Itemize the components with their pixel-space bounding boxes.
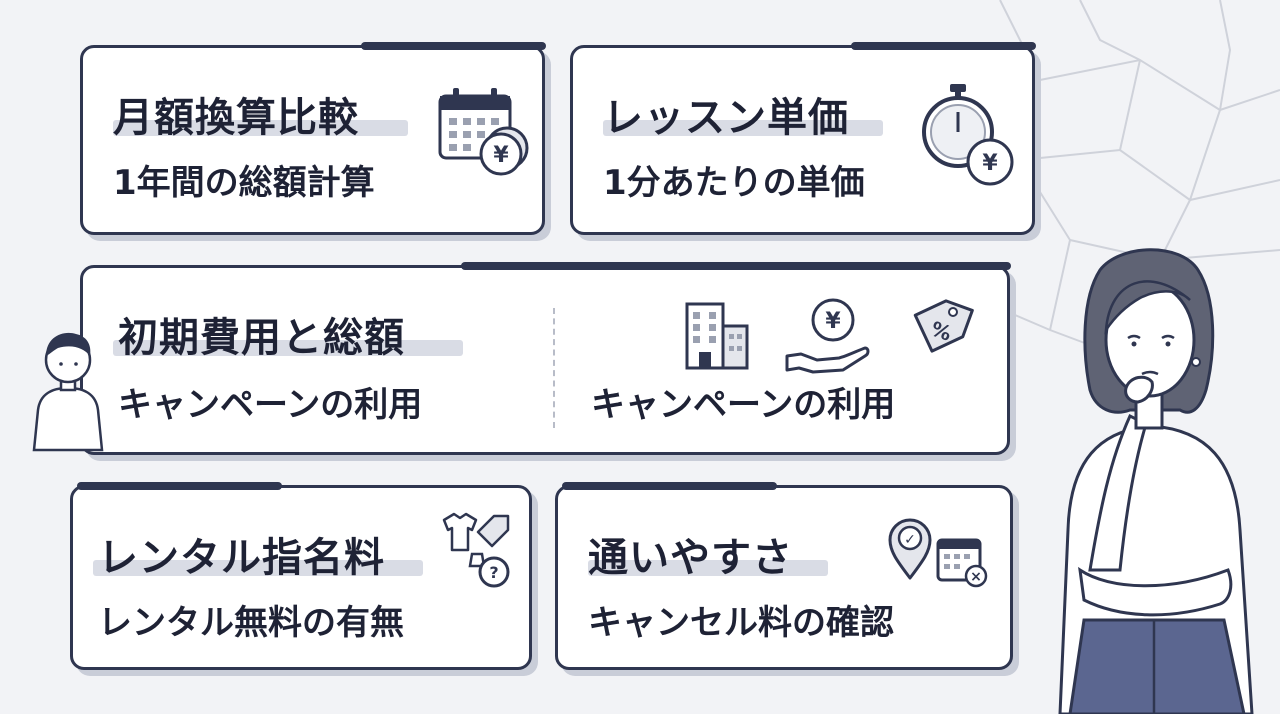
- yen-symbol: ¥: [825, 309, 841, 334]
- card-title: 月額換算比較: [113, 95, 359, 141]
- check-symbol: ✓: [904, 532, 916, 548]
- building-icon: [685, 302, 749, 370]
- card-subtitle: レンタル無料の有無: [98, 603, 404, 643]
- location-calendar-icon: ✓ ×: [888, 518, 988, 588]
- title-highlight: [113, 340, 463, 356]
- card-title: 通いやすさ: [588, 535, 793, 581]
- card-accent-bar: [461, 262, 1011, 270]
- title-highlight: [113, 120, 408, 136]
- percent-tag-icon: %: [913, 299, 974, 353]
- card-subtitle-right: キャンペーンの利用: [591, 385, 896, 425]
- card-accent-bar: [77, 482, 282, 490]
- card-subtitle: キャンペーンの利用: [118, 385, 423, 425]
- card-accessibility: 通いやすさ キャンセル料の確認 ✓ ×: [555, 482, 1013, 670]
- thinking-woman-illustration: [1058, 248, 1254, 714]
- question-symbol: ?: [489, 563, 498, 582]
- card-accent-bar: [361, 42, 546, 50]
- card-lesson-price: レッスン単価 1分あたりの単価 ¥: [570, 42, 1036, 235]
- card-initial-cost: 初期費用と総額 キャンペーンの利用 キャンペーンの利用 ¥ %: [80, 262, 1011, 455]
- cross-symbol: ×: [970, 569, 982, 585]
- title-highlight: [93, 560, 423, 576]
- title-highlight: [603, 120, 883, 136]
- card-subtitle: 1年間の総額計算: [113, 163, 375, 203]
- card-title: レンタル指名料: [98, 535, 385, 581]
- card-subtitle: 1分あたりの単価: [603, 163, 865, 203]
- title-highlight: [588, 560, 828, 576]
- card-rental-fee: レンタル指名料 レンタル無料の有無 ?: [70, 482, 532, 670]
- clothing-tag-icon: ?: [442, 512, 510, 588]
- hand-yen-icon: ¥: [785, 298, 870, 374]
- yen-symbol: ¥: [493, 143, 509, 168]
- card-accent-bar: [851, 42, 1036, 50]
- card-divider: [553, 308, 555, 428]
- yen-symbol: ¥: [982, 151, 998, 176]
- card-title: レッスン単価: [603, 95, 849, 141]
- card-title: 初期費用と総額: [118, 315, 405, 361]
- calendar-yen-icon: ¥: [438, 88, 529, 176]
- small-person-illustration: [32, 332, 104, 452]
- card-accent-bar: [562, 482, 777, 490]
- stopwatch-yen-icon: ¥: [922, 84, 1014, 186]
- card-subtitle: キャンセル料の確認: [588, 603, 894, 643]
- card-monthly-comparison: 月額換算比較 1年間の総額計算 ¥: [80, 42, 546, 235]
